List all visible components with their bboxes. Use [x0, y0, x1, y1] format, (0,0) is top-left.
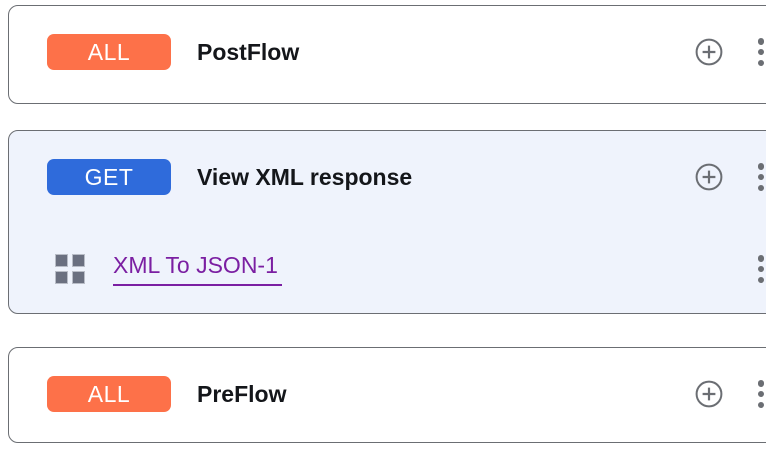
flow-row-actions [695, 6, 766, 98]
flow-title: PostFlow [197, 38, 300, 65]
grid-squares-icon [55, 254, 85, 284]
flow-title: PreFlow [197, 380, 287, 407]
add-step-button[interactable] [695, 38, 723, 66]
add-step-button[interactable] [695, 163, 723, 191]
kebab-menu-icon [749, 255, 766, 283]
flow-step-row: XML To JSON-1 [9, 223, 766, 315]
add-step-button[interactable] [695, 380, 723, 408]
flow-row: GET View XML response [9, 131, 766, 286]
flow-row-actions [695, 348, 766, 440]
flow-row-main: ALL PreFlow [9, 348, 766, 440]
flow-card-view-xml-response[interactable]: GET View XML response [8, 130, 766, 314]
plus-circle-icon [695, 38, 723, 66]
method-badge-all: ALL [47, 34, 171, 70]
flow-row-main: ALL PostFlow [9, 6, 766, 98]
flow-row: ALL PostFlow [9, 6, 766, 103]
flow-step-actions [749, 223, 766, 315]
flow-step-menu-button[interactable] [749, 255, 766, 283]
flow-menu-button[interactable] [749, 163, 766, 191]
policy-link-xml-to-json-1[interactable]: XML To JSON-1 [113, 252, 282, 286]
kebab-menu-icon [749, 380, 766, 408]
flow-title: View XML response [197, 163, 413, 190]
plus-circle-icon [695, 163, 723, 191]
kebab-menu-icon [749, 163, 766, 191]
flow-row-main: GET View XML response [9, 131, 766, 223]
kebab-menu-icon [749, 38, 766, 66]
flow-row-actions [695, 131, 766, 223]
method-badge-all: ALL [47, 376, 171, 412]
method-badge-get: GET [47, 159, 171, 195]
flow-row: ALL PreFlow [9, 348, 766, 442]
flow-card-postflow[interactable]: ALL PostFlow [8, 5, 766, 104]
flow-menu-button[interactable] [749, 38, 766, 66]
flow-card-preflow[interactable]: ALL PreFlow [8, 347, 766, 443]
flow-menu-button[interactable] [749, 380, 766, 408]
plus-circle-icon [695, 380, 723, 408]
